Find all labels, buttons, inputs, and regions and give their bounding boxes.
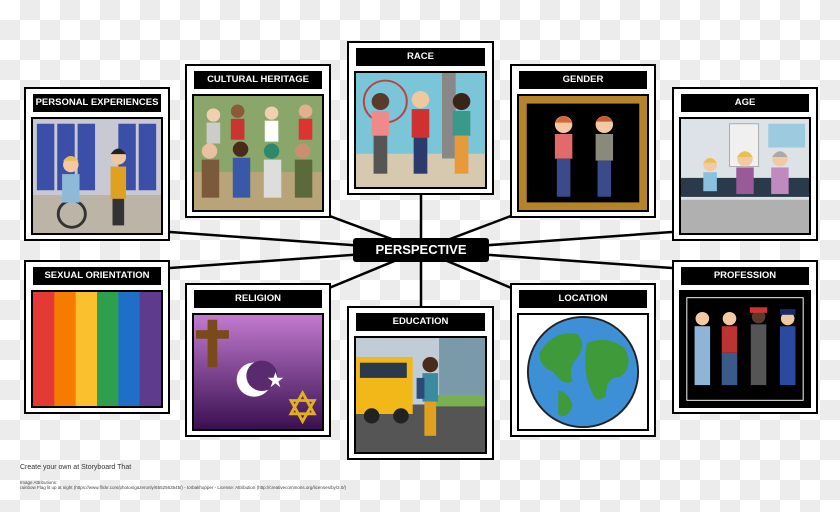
panel-title: PERSONAL EXPERIENCES [33,94,161,112]
panel-profession[interactable]: PROFESSION [672,260,818,414]
panel-religion[interactable]: RELIGION [185,283,331,437]
scene-lockers-wheelchair [31,117,163,235]
rainbow-stripe [97,292,119,406]
panel-title: GENDER [519,71,647,89]
scene-three-generations [679,117,811,235]
panel-cultural-heritage[interactable]: CULTURAL HERITAGE [185,64,331,218]
rainbow-stripe [75,292,98,406]
panel-title: CULTURAL HERITAGE [194,71,322,89]
rainbow-stripe [118,292,141,406]
image-attributions-heading: Image Attributions: [20,480,58,485]
scene-three-women [354,71,487,189]
scene-diverse-people [192,94,324,212]
panel-title: PROFESSION [681,267,809,285]
panel-race[interactable]: RACE [347,41,494,195]
earth-globe-image [517,313,649,431]
panel-gender[interactable]: GENDER [510,64,656,218]
panel-title: AGE [681,94,809,112]
panel-title: RELIGION [194,290,322,308]
rainbow-stripe [54,292,77,406]
panel-title: SEXUAL ORIENTATION [33,267,161,285]
scene-woman-and-man [517,94,649,212]
panel-personal-experiences[interactable]: PERSONAL EXPERIENCES [24,87,170,241]
scene-school-bus-student [354,336,487,454]
cross-icon [195,319,229,368]
panel-location[interactable]: LOCATION [510,283,656,437]
panel-age[interactable]: AGE [672,87,818,241]
center-node-perspective: PERSPECTIVE [353,238,489,262]
panel-sexual-orientation[interactable]: SEXUAL ORIENTATION [24,260,170,414]
panel-title: EDUCATION [356,313,485,331]
rainbow-stripe [33,292,55,406]
rainbow-stripe [139,292,161,406]
star-of-david-icon [288,389,317,425]
scene-four-workers [679,290,811,408]
religious-symbols-image [192,313,324,431]
rainbow-flag-image [31,290,163,408]
storyboard-that-link[interactable]: Create your own at Storyboard That [20,464,132,471]
panel-title: LOCATION [519,290,647,308]
panel-title: RACE [356,48,485,66]
panel-education[interactable]: EDUCATION [347,306,494,460]
image-attributions-text: rainbow Flag lit up at night (https://ww… [20,485,347,490]
